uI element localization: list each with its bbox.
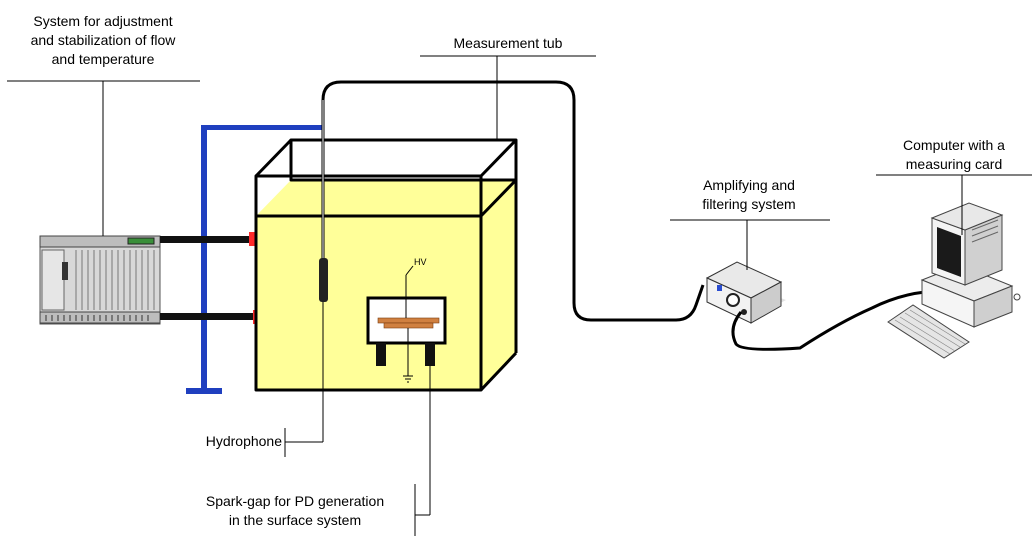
label-amplifier-line-2: filtering system — [702, 196, 796, 212]
label-hydrophone-text: Hydrophone — [205, 433, 282, 449]
hv-label: HV — [414, 257, 427, 267]
pipe-horizontal — [201, 125, 324, 130]
rack-slots — [75, 250, 155, 310]
label-measurement-tub: Measurement tub — [420, 34, 596, 53]
label-computer-line-1: Computer with a — [903, 137, 1005, 153]
label-system-line-2: and stabilization of flow — [30, 32, 176, 48]
sparkgap-leg-right — [425, 343, 435, 366]
ground-icon — [403, 375, 413, 383]
hose-upper — [160, 236, 252, 243]
label-flow-temperature-system: System for adjustment and stabilization … — [8, 12, 198, 69]
spark-gap — [366, 265, 447, 515]
tub-edge-tr — [479, 138, 518, 178]
label-computer-line-2: measuring card — [905, 156, 1003, 172]
callout-lines — [7, 55, 1032, 536]
amp-to-computer-cable — [731, 290, 926, 351]
rack-left-module — [41, 249, 65, 311]
tub-water-side — [481, 180, 516, 390]
computer-vents — [971, 219, 999, 243]
sparkgap-hv-lead — [405, 265, 414, 276]
label-system-line-3: and temperature — [51, 51, 155, 67]
label-sparkgap: Spark-gap for PD generation in the surfa… — [180, 492, 410, 530]
computer-base-side — [973, 285, 1013, 328]
rack-indicator — [62, 262, 68, 280]
tub-water-top — [256, 180, 516, 216]
amp-knob — [726, 293, 740, 307]
tub-edge-br — [479, 351, 518, 392]
hydrophone — [319, 80, 705, 442]
pipe-vertical — [201, 125, 207, 393]
label-computer: Computer with a measuring card — [876, 136, 1032, 174]
pipe-foot — [186, 388, 222, 394]
rack-bottom-ticks — [45, 315, 149, 321]
sparkgap-electrode-top — [377, 317, 440, 324]
amp-port — [741, 309, 747, 315]
computer-monitor-top — [930, 202, 1004, 231]
computer-keyboard — [887, 304, 970, 359]
amplifier-device — [705, 261, 926, 351]
tub-water-line-side — [479, 178, 518, 218]
tub-edge-tl — [254, 138, 293, 178]
sparkgap-leg-left — [376, 343, 386, 366]
computer-device — [887, 202, 1021, 359]
label-amplifier: Amplifying and filtering system — [668, 176, 830, 214]
label-tub-text: Measurement tub — [453, 35, 563, 51]
label-sparkgap-line-2: in the surface system — [228, 512, 362, 528]
label-hydrophone: Hydrophone — [180, 432, 282, 451]
label-amplifier-line-1: Amplifying and — [703, 177, 795, 193]
label-sparkgap-line-1: Spark-gap for PD generation — [205, 493, 385, 509]
sparkgap-electrode-bottom — [383, 322, 434, 329]
flow-temperature-system — [39, 235, 161, 325]
rack-display — [127, 237, 155, 245]
tub-front-edge — [254, 174, 483, 392]
hose-lower — [160, 313, 255, 320]
amp-side — [750, 281, 782, 324]
hydrophone-cable — [321, 80, 705, 322]
amp-indicator — [717, 285, 722, 291]
computer-screen — [937, 227, 961, 277]
computer-power-button — [1013, 293, 1021, 301]
label-system-line-1: System for adjustment — [33, 13, 173, 29]
blue-pipe-stand — [186, 125, 324, 394]
hydrophone-sensor — [319, 258, 328, 302]
connector-upper — [249, 232, 256, 246]
